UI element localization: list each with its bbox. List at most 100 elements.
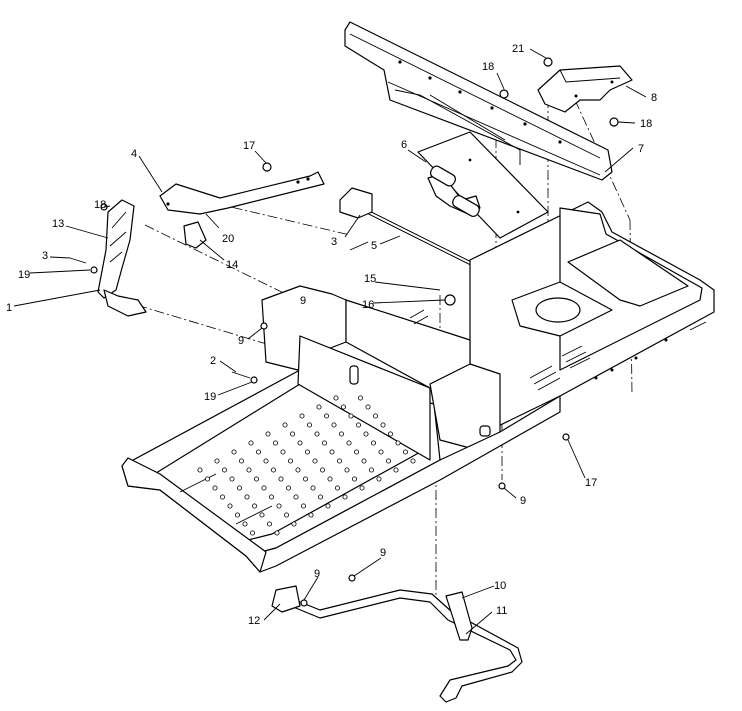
perforation-hole <box>251 503 257 509</box>
perforation-hole <box>327 476 333 482</box>
fasteners <box>69 57 619 607</box>
perforation-hole <box>287 458 293 464</box>
perforation-hole <box>280 449 286 455</box>
perforation-hole <box>387 431 393 437</box>
callout-9d: 9 <box>314 568 320 580</box>
perforation-hole <box>385 458 391 464</box>
perforation-hole <box>346 440 352 446</box>
foot-pedal <box>97 199 147 317</box>
callout-12: 12 <box>248 615 260 627</box>
perforation-hole <box>278 476 284 482</box>
perforation-hole <box>302 476 308 482</box>
perforation-hole <box>274 530 280 536</box>
perforation-hole <box>314 431 320 437</box>
perforation-hole <box>246 467 252 473</box>
perforation-hole <box>393 467 399 473</box>
lever-plate <box>445 591 473 641</box>
perforation-hole <box>357 395 363 401</box>
perforation-hole <box>259 512 265 518</box>
callout-21: 21 <box>512 43 524 55</box>
perforation-hole <box>323 413 329 419</box>
callout-9e: 9 <box>300 295 306 307</box>
callout-13: 13 <box>52 218 64 230</box>
perforation-hole <box>378 449 384 455</box>
perforation-hole <box>304 449 310 455</box>
callout-17b: 17 <box>585 477 597 489</box>
lever-rod <box>271 585 523 703</box>
perforation-hole <box>295 467 301 473</box>
perforation-hole <box>204 476 210 482</box>
perforation-hole <box>299 413 305 419</box>
perforation-hole <box>355 422 361 428</box>
perforation-hole <box>329 449 335 455</box>
perforation-hole <box>340 404 346 410</box>
perforation-hole <box>402 449 408 455</box>
perforation-hole <box>234 512 240 518</box>
perforation-hole <box>308 512 314 518</box>
perforation-hole <box>214 458 220 464</box>
cover-plate <box>417 131 549 239</box>
perforation-hole <box>236 485 242 491</box>
main-frame <box>121 201 715 573</box>
perforation-hole <box>263 458 269 464</box>
callout-labels: 1 2 3 3 4 5 6 7 8 9 9 9 9 9 10 11 12 13 … <box>6 43 657 627</box>
perforation-hole <box>319 467 325 473</box>
perforation-hole <box>306 422 312 428</box>
perforation-hole <box>276 503 282 509</box>
callout-20: 20 <box>222 233 234 245</box>
perforation-hole <box>368 467 374 473</box>
small-plate <box>537 65 633 113</box>
callout-4: 4 <box>131 148 137 160</box>
perforation-hole <box>317 494 323 500</box>
pedal-arm <box>159 171 325 249</box>
perforation-hole <box>231 449 237 455</box>
perforation-hole <box>261 485 267 491</box>
perforation-hole <box>316 404 322 410</box>
perforation-hole <box>266 521 272 527</box>
callout-14: 14 <box>226 259 238 271</box>
callout-2: 2 <box>210 355 216 367</box>
callout-18c: 18 <box>640 118 652 130</box>
perforation-hole <box>333 395 339 401</box>
callout-7: 7 <box>638 143 644 155</box>
callout-9a: 9 <box>238 335 244 347</box>
perforation-hole <box>272 440 278 446</box>
perforation-hole <box>282 422 288 428</box>
perforation-hole <box>410 458 416 464</box>
callout-3a: 3 <box>42 250 48 262</box>
callout-18b: 18 <box>482 61 494 73</box>
perforation-hole <box>359 485 365 491</box>
perforation-hole <box>353 449 359 455</box>
perforation-hole <box>291 521 297 527</box>
perforation-hole <box>219 494 225 500</box>
perforation-hole <box>248 440 254 446</box>
leader-lines <box>13 48 647 635</box>
callout-8: 8 <box>651 92 657 104</box>
perforation-hole <box>221 467 227 473</box>
perforation-hole <box>297 440 303 446</box>
perforation-hole <box>265 431 271 437</box>
perforation-hole <box>229 476 235 482</box>
callout-9b: 9 <box>520 495 526 507</box>
perforation-hole <box>363 431 369 437</box>
perforation-hole <box>321 440 327 446</box>
callout-18a: 18 <box>94 199 106 211</box>
perforation-hole <box>344 467 350 473</box>
perforation-hole <box>227 503 233 509</box>
callout-19a: 19 <box>18 269 30 281</box>
perforation-hole <box>336 458 342 464</box>
perforation-hole <box>376 476 382 482</box>
perforation-hole <box>268 494 274 500</box>
perforation-hole <box>255 449 261 455</box>
perforation-hole <box>380 422 386 428</box>
perforation-hole <box>300 503 306 509</box>
perforation-hole <box>351 476 357 482</box>
perforation-hole <box>372 413 378 419</box>
callout-9c: 9 <box>380 547 386 559</box>
perforation-hole <box>242 521 248 527</box>
perforation-hole <box>348 413 354 419</box>
callout-6: 6 <box>401 139 407 151</box>
deck-perforations <box>197 395 416 536</box>
